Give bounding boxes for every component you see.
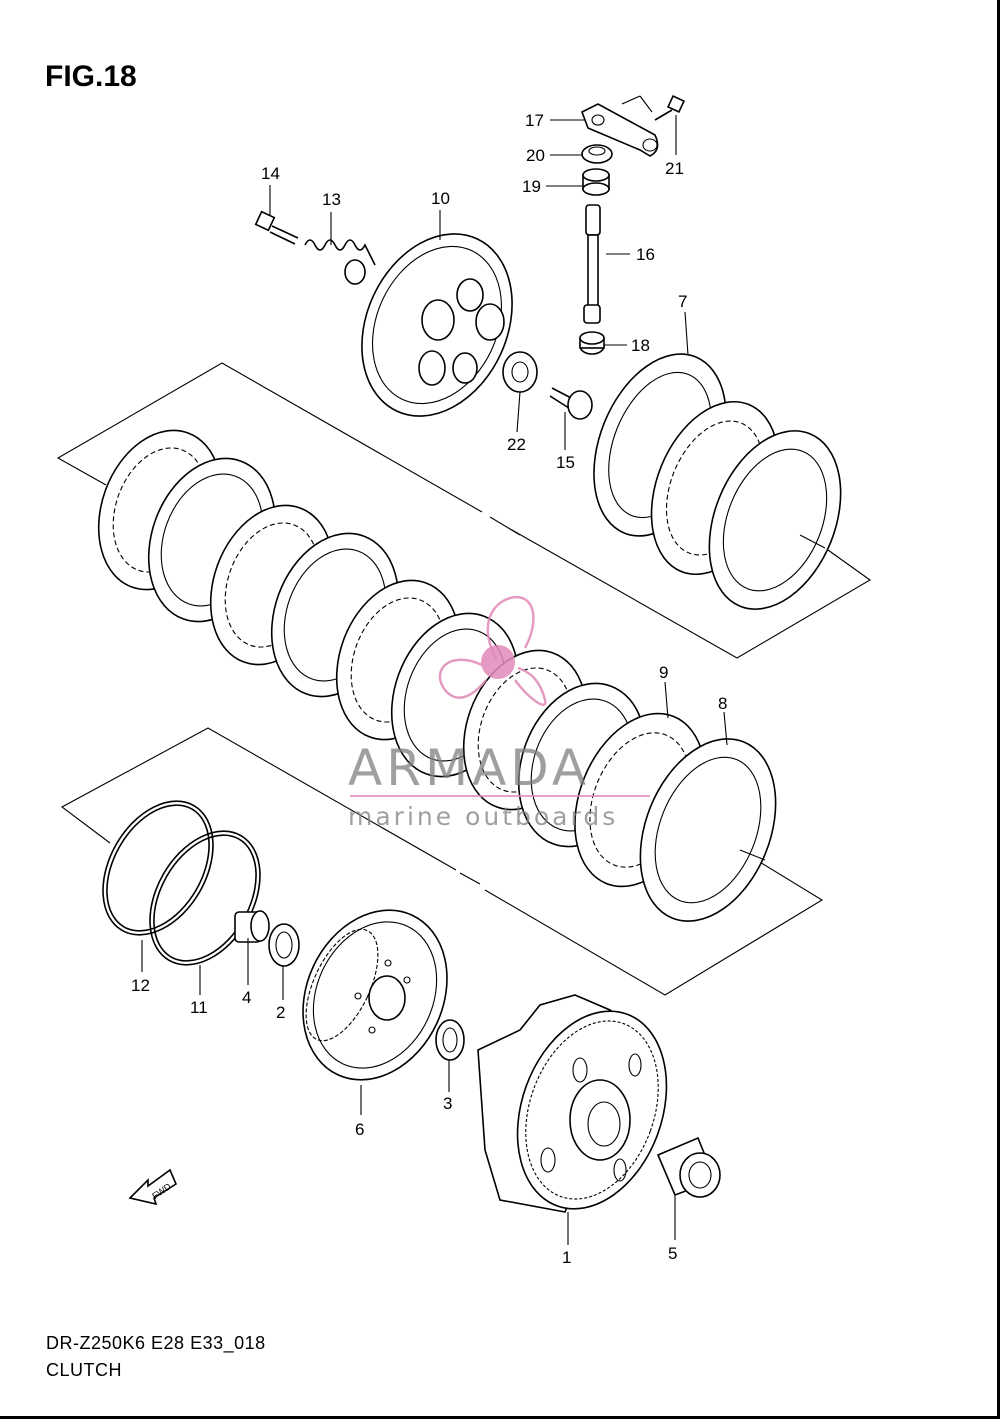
armada-watermark: ARMADA marine outboards: [348, 595, 650, 831]
callout-16: 16: [636, 245, 655, 264]
lower-plate-stack-outline: [60, 727, 824, 996]
propeller-logo-icon: [438, 595, 547, 706]
release-rack: [549, 387, 593, 420]
callout-21: 21: [665, 159, 684, 178]
forward-direction-arrow: FWD: [128, 1168, 178, 1206]
callout-10: 10: [431, 189, 450, 208]
group-name: CLUTCH: [46, 1360, 123, 1380]
callout-9: 9: [659, 663, 668, 682]
primary-driven-gear-housing: [477, 994, 668, 1213]
shaft-bearing-18: [579, 331, 605, 355]
callout-17: 17: [525, 111, 544, 130]
housing-spacer: [656, 1136, 721, 1198]
callout-1: 1: [562, 1248, 571, 1267]
release-bearing: [502, 351, 538, 393]
callout-12: 12: [131, 976, 150, 995]
model-code: DR-Z250K6 E28 E33_018: [46, 1333, 266, 1353]
callout-6: 6: [355, 1120, 364, 1139]
needle-bearing: [234, 910, 270, 943]
callout-4: 4: [242, 988, 251, 1007]
wire-rings: [102, 800, 261, 966]
release-lever: [580, 103, 659, 157]
callout-18: 18: [631, 336, 650, 355]
callout-20: 20: [526, 146, 545, 165]
lever-bolt: [621, 94, 686, 121]
release-shaft: [583, 204, 601, 324]
thrust-washer-2: [268, 923, 300, 967]
thrust-washer-3: [435, 1019, 465, 1061]
spring-bolt: [254, 210, 299, 245]
watermark-brand: ARMADA: [348, 739, 590, 797]
propeller-hub-icon: [481, 645, 515, 679]
callout-14: 14: [261, 164, 280, 183]
callout-3: 3: [443, 1094, 452, 1113]
callout-22: 22: [507, 435, 526, 454]
callout-19: 19: [522, 177, 541, 196]
callout-7: 7: [678, 292, 687, 311]
right-upper-clutch-plates: [593, 353, 842, 610]
oil-seal-20: [581, 144, 613, 164]
upper-clutch-plates: [97, 429, 647, 848]
callout-8: 8: [718, 694, 727, 713]
figure-title: FIG.18: [45, 60, 137, 93]
callout-5: 5: [668, 1244, 677, 1263]
pressure-plate: [361, 233, 513, 417]
upper-plate-stack-outline: [56, 362, 872, 659]
callout-2: 2: [276, 1003, 285, 1022]
clutch-spring: [304, 239, 376, 285]
callout-13: 13: [322, 190, 341, 209]
callout-leader-lines: [141, 115, 826, 1245]
watermark-tagline: marine outboards: [348, 802, 618, 831]
callout-numbers: 14 13 10 17 20 19 16 18 21 7 22 15 9 8 1…: [131, 111, 727, 1267]
callout-11: 11: [190, 998, 208, 1017]
shaft-bearing-19: [582, 168, 610, 196]
lower-right-clutch-plates: [574, 712, 777, 922]
callout-15: 15: [556, 453, 575, 472]
clutch-sleeve-hub: [302, 909, 448, 1081]
